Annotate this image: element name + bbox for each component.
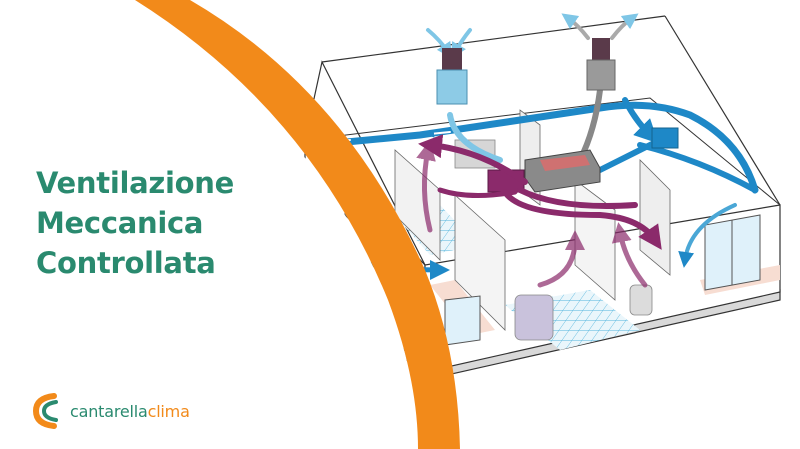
brand-name: cantarellaclima — [70, 402, 190, 421]
title-line-1: Ventilazione — [36, 166, 234, 200]
roof-right — [664, 15, 781, 206]
page-title: Ventilazione Meccanica Controllata — [36, 163, 234, 283]
intake-box — [436, 69, 468, 105]
title-line-3: Controllata — [36, 246, 216, 280]
blue-branch-right — [637, 142, 758, 193]
blue-return-right — [678, 203, 737, 268]
ventilation-units — [436, 38, 679, 193]
purple-duct-4 — [502, 189, 662, 250]
blue-loop — [622, 97, 659, 144]
exhaust-air-ducts — [416, 134, 662, 288]
brand-name-part1: cantarella — [70, 401, 148, 421]
c-logo-icon — [32, 393, 58, 429]
brand-logo: cantarellaclima — [32, 392, 190, 430]
blue-distribution-box — [651, 127, 679, 149]
exhaust-box — [586, 59, 616, 91]
title-line-2: Meccanica — [36, 206, 204, 240]
purple-rise-3 — [611, 222, 648, 288]
purple-rise-1 — [416, 140, 436, 233]
brand-name-part2: clima — [147, 401, 190, 421]
orange-sweep — [135, 0, 460, 449]
purple-rise-2 — [537, 230, 585, 288]
blue-branch-down — [597, 137, 663, 173]
roof-ridge — [321, 15, 666, 63]
bathtub — [514, 294, 554, 341]
purple-duct-3 — [517, 187, 638, 209]
intake-terminal — [442, 48, 462, 70]
gray-exhaust-arrow-left — [561, 13, 590, 40]
white-panel — [0, 0, 418, 449]
purple-duct-1 — [418, 134, 528, 185]
light-blue-inlet — [447, 112, 503, 163]
toilet — [629, 284, 653, 316]
roof-back — [304, 97, 781, 206]
window-left — [444, 295, 481, 346]
exhaust-terminal — [592, 38, 610, 60]
partition-2 — [454, 194, 506, 331]
